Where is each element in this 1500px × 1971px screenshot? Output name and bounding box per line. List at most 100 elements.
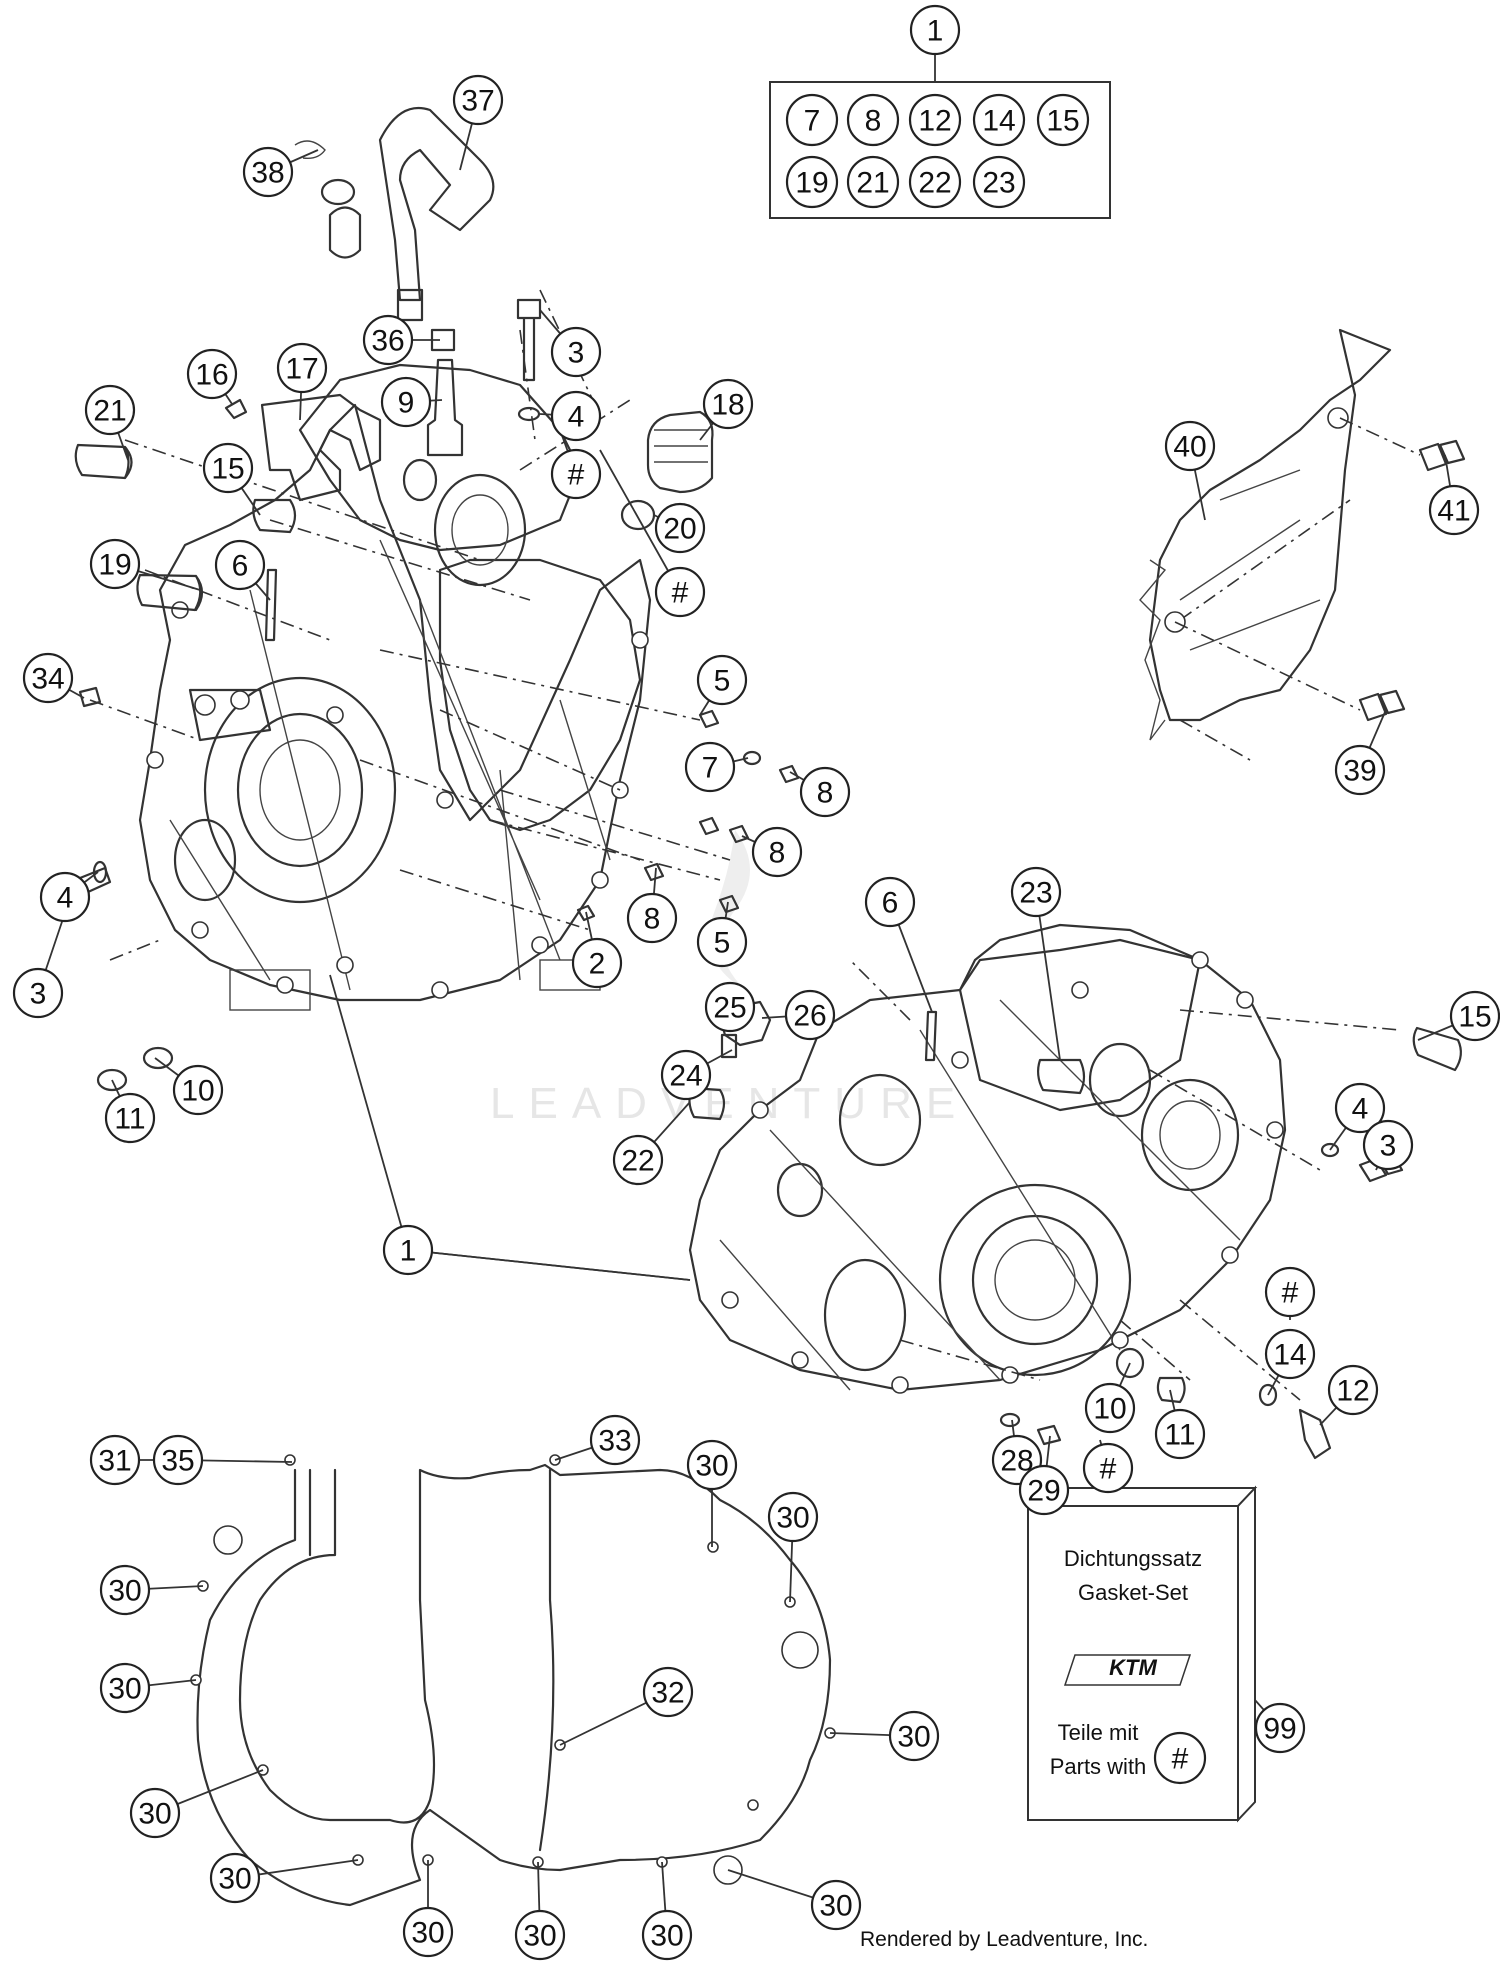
kit-parts-english: Parts with xyxy=(1050,1754,1147,1779)
pin-16 xyxy=(224,398,248,420)
callout-1: 1 xyxy=(909,4,961,56)
callout-8: 8 xyxy=(799,766,851,818)
callout-21: 21 xyxy=(84,384,136,436)
svg-text:39: 39 xyxy=(1343,755,1376,788)
svg-text:29: 29 xyxy=(1027,1475,1060,1508)
kit-parts-german: Teile mit xyxy=(1058,1720,1139,1745)
svg-text:37: 37 xyxy=(461,85,494,118)
callout-5: 5 xyxy=(696,916,748,968)
callout-4: 4 xyxy=(39,871,91,923)
svg-text:30: 30 xyxy=(218,1863,251,1896)
svg-text:26: 26 xyxy=(793,1000,826,1033)
svg-text:15: 15 xyxy=(211,453,244,486)
svg-text:25: 25 xyxy=(713,992,746,1025)
o-ring-10-left xyxy=(142,1046,174,1070)
bushing-23 xyxy=(1036,1058,1086,1095)
svg-text:30: 30 xyxy=(819,1890,852,1923)
callout-39: 39 xyxy=(1334,744,1386,796)
gasket-kit-box: KTM Dichtungssatz Gasket-Set Teile mit P… xyxy=(1025,1485,1258,1823)
callout-30: 30 xyxy=(209,1852,261,1904)
hose-fitting xyxy=(396,288,424,322)
callout-3: 3 xyxy=(1362,1119,1414,1171)
svg-text:#: # xyxy=(672,577,689,610)
svg-text:22: 22 xyxy=(621,1145,654,1178)
callout-24: 24 xyxy=(660,1049,712,1101)
screw-5-a xyxy=(698,709,720,729)
callout-18: 18 xyxy=(702,378,754,430)
svg-text:30: 30 xyxy=(776,1502,809,1535)
svg-text:30: 30 xyxy=(108,1575,141,1608)
breather-hose xyxy=(378,106,495,302)
svg-text:11: 11 xyxy=(114,1103,145,1136)
kit-label-english: Gasket-Set xyxy=(1078,1580,1188,1605)
svg-text:10: 10 xyxy=(181,1075,214,1108)
svg-text:20: 20 xyxy=(663,513,696,546)
kit-item-15: 15 xyxy=(1036,93,1090,147)
callout-10: 10 xyxy=(172,1064,224,1116)
callout-25: 25 xyxy=(704,981,756,1033)
svg-text:35: 35 xyxy=(161,1445,194,1478)
callout-40: 40 xyxy=(1164,420,1216,472)
screw-39 xyxy=(1358,689,1406,722)
callout-20: 20 xyxy=(654,502,706,554)
svg-text:11: 11 xyxy=(1164,1419,1195,1452)
svg-text:15: 15 xyxy=(1046,105,1079,138)
svg-text:12: 12 xyxy=(1336,1375,1369,1408)
kit-item-7: 7 xyxy=(785,93,839,147)
clamp-38-part xyxy=(294,140,326,160)
svg-text:38: 38 xyxy=(251,157,284,190)
svg-text:99: 99 xyxy=(1263,1713,1296,1746)
o-ring-20 xyxy=(620,499,656,531)
screw-5-b xyxy=(718,894,740,914)
callout-30: 30 xyxy=(810,1879,862,1931)
callout-30: 30 xyxy=(641,1909,693,1961)
screw-8-b xyxy=(698,816,750,844)
screw-41 xyxy=(1418,439,1466,472)
kit-item-12: 12 xyxy=(908,93,962,147)
sprocket-cover-40 xyxy=(1139,328,1392,741)
kit-item-8: 8 xyxy=(846,93,900,147)
svg-text:1: 1 xyxy=(927,15,944,48)
bushing-15-left xyxy=(252,498,297,534)
svg-text:19: 19 xyxy=(795,167,828,200)
leader-line xyxy=(329,974,409,1251)
callout-30: 30 xyxy=(129,1787,181,1839)
svg-text:#: # xyxy=(568,459,585,492)
callout-8: 8 xyxy=(751,826,803,878)
callout-2: 2 xyxy=(571,937,623,989)
callout-30: 30 xyxy=(402,1906,454,1958)
svg-text:5: 5 xyxy=(714,665,731,698)
plug-34 xyxy=(78,686,102,708)
callout-41: 41 xyxy=(1428,484,1480,536)
footer-credit: Rendered by Leadventure, Inc. xyxy=(860,1928,1149,1951)
svg-text:40: 40 xyxy=(1173,431,1206,464)
svg-text:3: 3 xyxy=(30,978,47,1011)
svg-text:30: 30 xyxy=(523,1920,556,1953)
bushing-21 xyxy=(74,443,133,480)
plug-11-left xyxy=(96,1068,128,1092)
kit-item-21: 21 xyxy=(846,155,900,209)
callout-3: 3 xyxy=(12,967,64,1019)
callout-14: 14 xyxy=(1264,1328,1316,1380)
svg-text:10: 10 xyxy=(1093,1393,1126,1426)
svg-text:7: 7 xyxy=(804,105,821,138)
svg-text:4: 4 xyxy=(1352,1093,1369,1126)
callout-30: 30 xyxy=(514,1909,566,1961)
dowel-6-right xyxy=(924,1010,938,1062)
callout-7: 7 xyxy=(684,741,736,793)
hose-sleeve xyxy=(328,206,362,259)
svg-text:30: 30 xyxy=(411,1917,444,1950)
kit-item-19: 19 xyxy=(785,155,839,209)
svg-text:21: 21 xyxy=(856,167,889,200)
svg-text:30: 30 xyxy=(138,1798,171,1831)
washer-28 xyxy=(999,1412,1021,1428)
callout-15: 15 xyxy=(202,442,254,494)
bracket-24 xyxy=(720,1033,738,1059)
callout-6: 6 xyxy=(214,539,266,591)
callout-36: 36 xyxy=(362,314,414,366)
svg-text:21: 21 xyxy=(93,395,126,428)
callout-29: 29 xyxy=(1018,1464,1070,1516)
washer-4-right xyxy=(1320,1142,1340,1158)
